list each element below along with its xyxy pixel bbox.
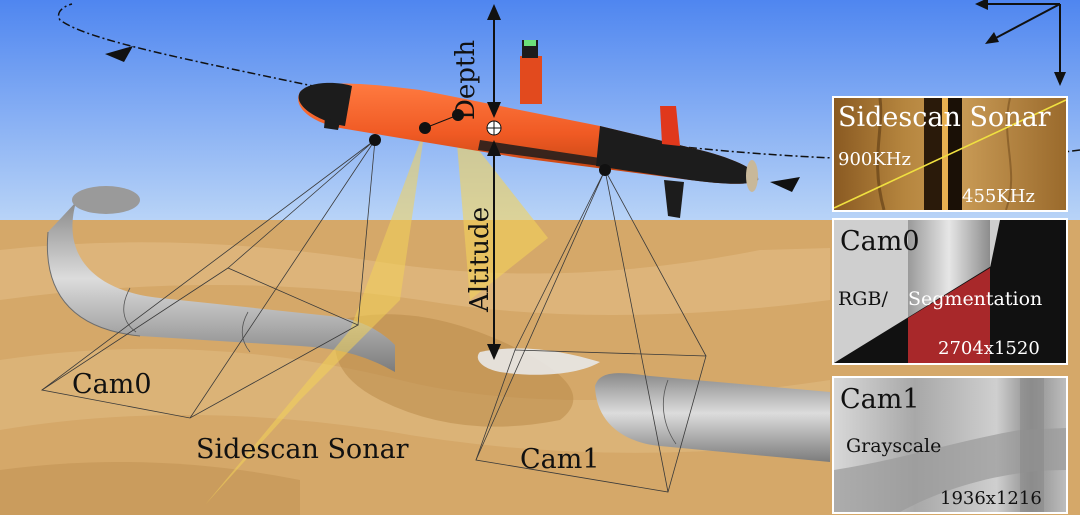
cam1-panel-title: Cam1	[840, 384, 920, 415]
arrow-head-icon	[770, 177, 800, 192]
arrow-head-icon	[105, 46, 133, 62]
cam0-panel-title: Cam0	[840, 226, 920, 257]
cam0-scene-label: Cam0	[72, 369, 152, 400]
cam0-mode-segmentation: Segmentation	[908, 288, 1042, 310]
cam0-resolution: 2704x1520	[938, 338, 1040, 359]
cam1-scene-label: Cam1	[520, 444, 600, 475]
sonar-panel: Sidescan Sonar 900KHz 455KHz	[832, 96, 1068, 212]
sonar-freq-high: 900KHz	[838, 149, 911, 170]
cam1-panel: Cam1 Grayscale 1936x1216	[832, 376, 1068, 514]
measurement-arrows	[487, 4, 501, 360]
sonar-panel-title: Sidescan Sonar	[838, 102, 1051, 133]
cam1-mode: Grayscale	[846, 435, 941, 457]
depth-label: Depth	[451, 40, 481, 120]
sonar-beams	[205, 120, 548, 505]
sonar-freq-low: 455KHz	[962, 186, 1035, 207]
auv-vehicle	[298, 40, 759, 218]
axes-icon	[975, 0, 1066, 86]
cam1-resolution: 1936x1216	[940, 488, 1042, 509]
camera-frustums	[40, 139, 707, 493]
cam0-mode-rgb: RGB/	[838, 288, 888, 310]
sidescan-sonar-scene-label: Sidescan Sonar	[196, 434, 409, 465]
altitude-label: Altitude	[465, 207, 495, 313]
cam0-panel: Cam0 RGB/ Segmentation 2704x1520	[832, 218, 1068, 365]
